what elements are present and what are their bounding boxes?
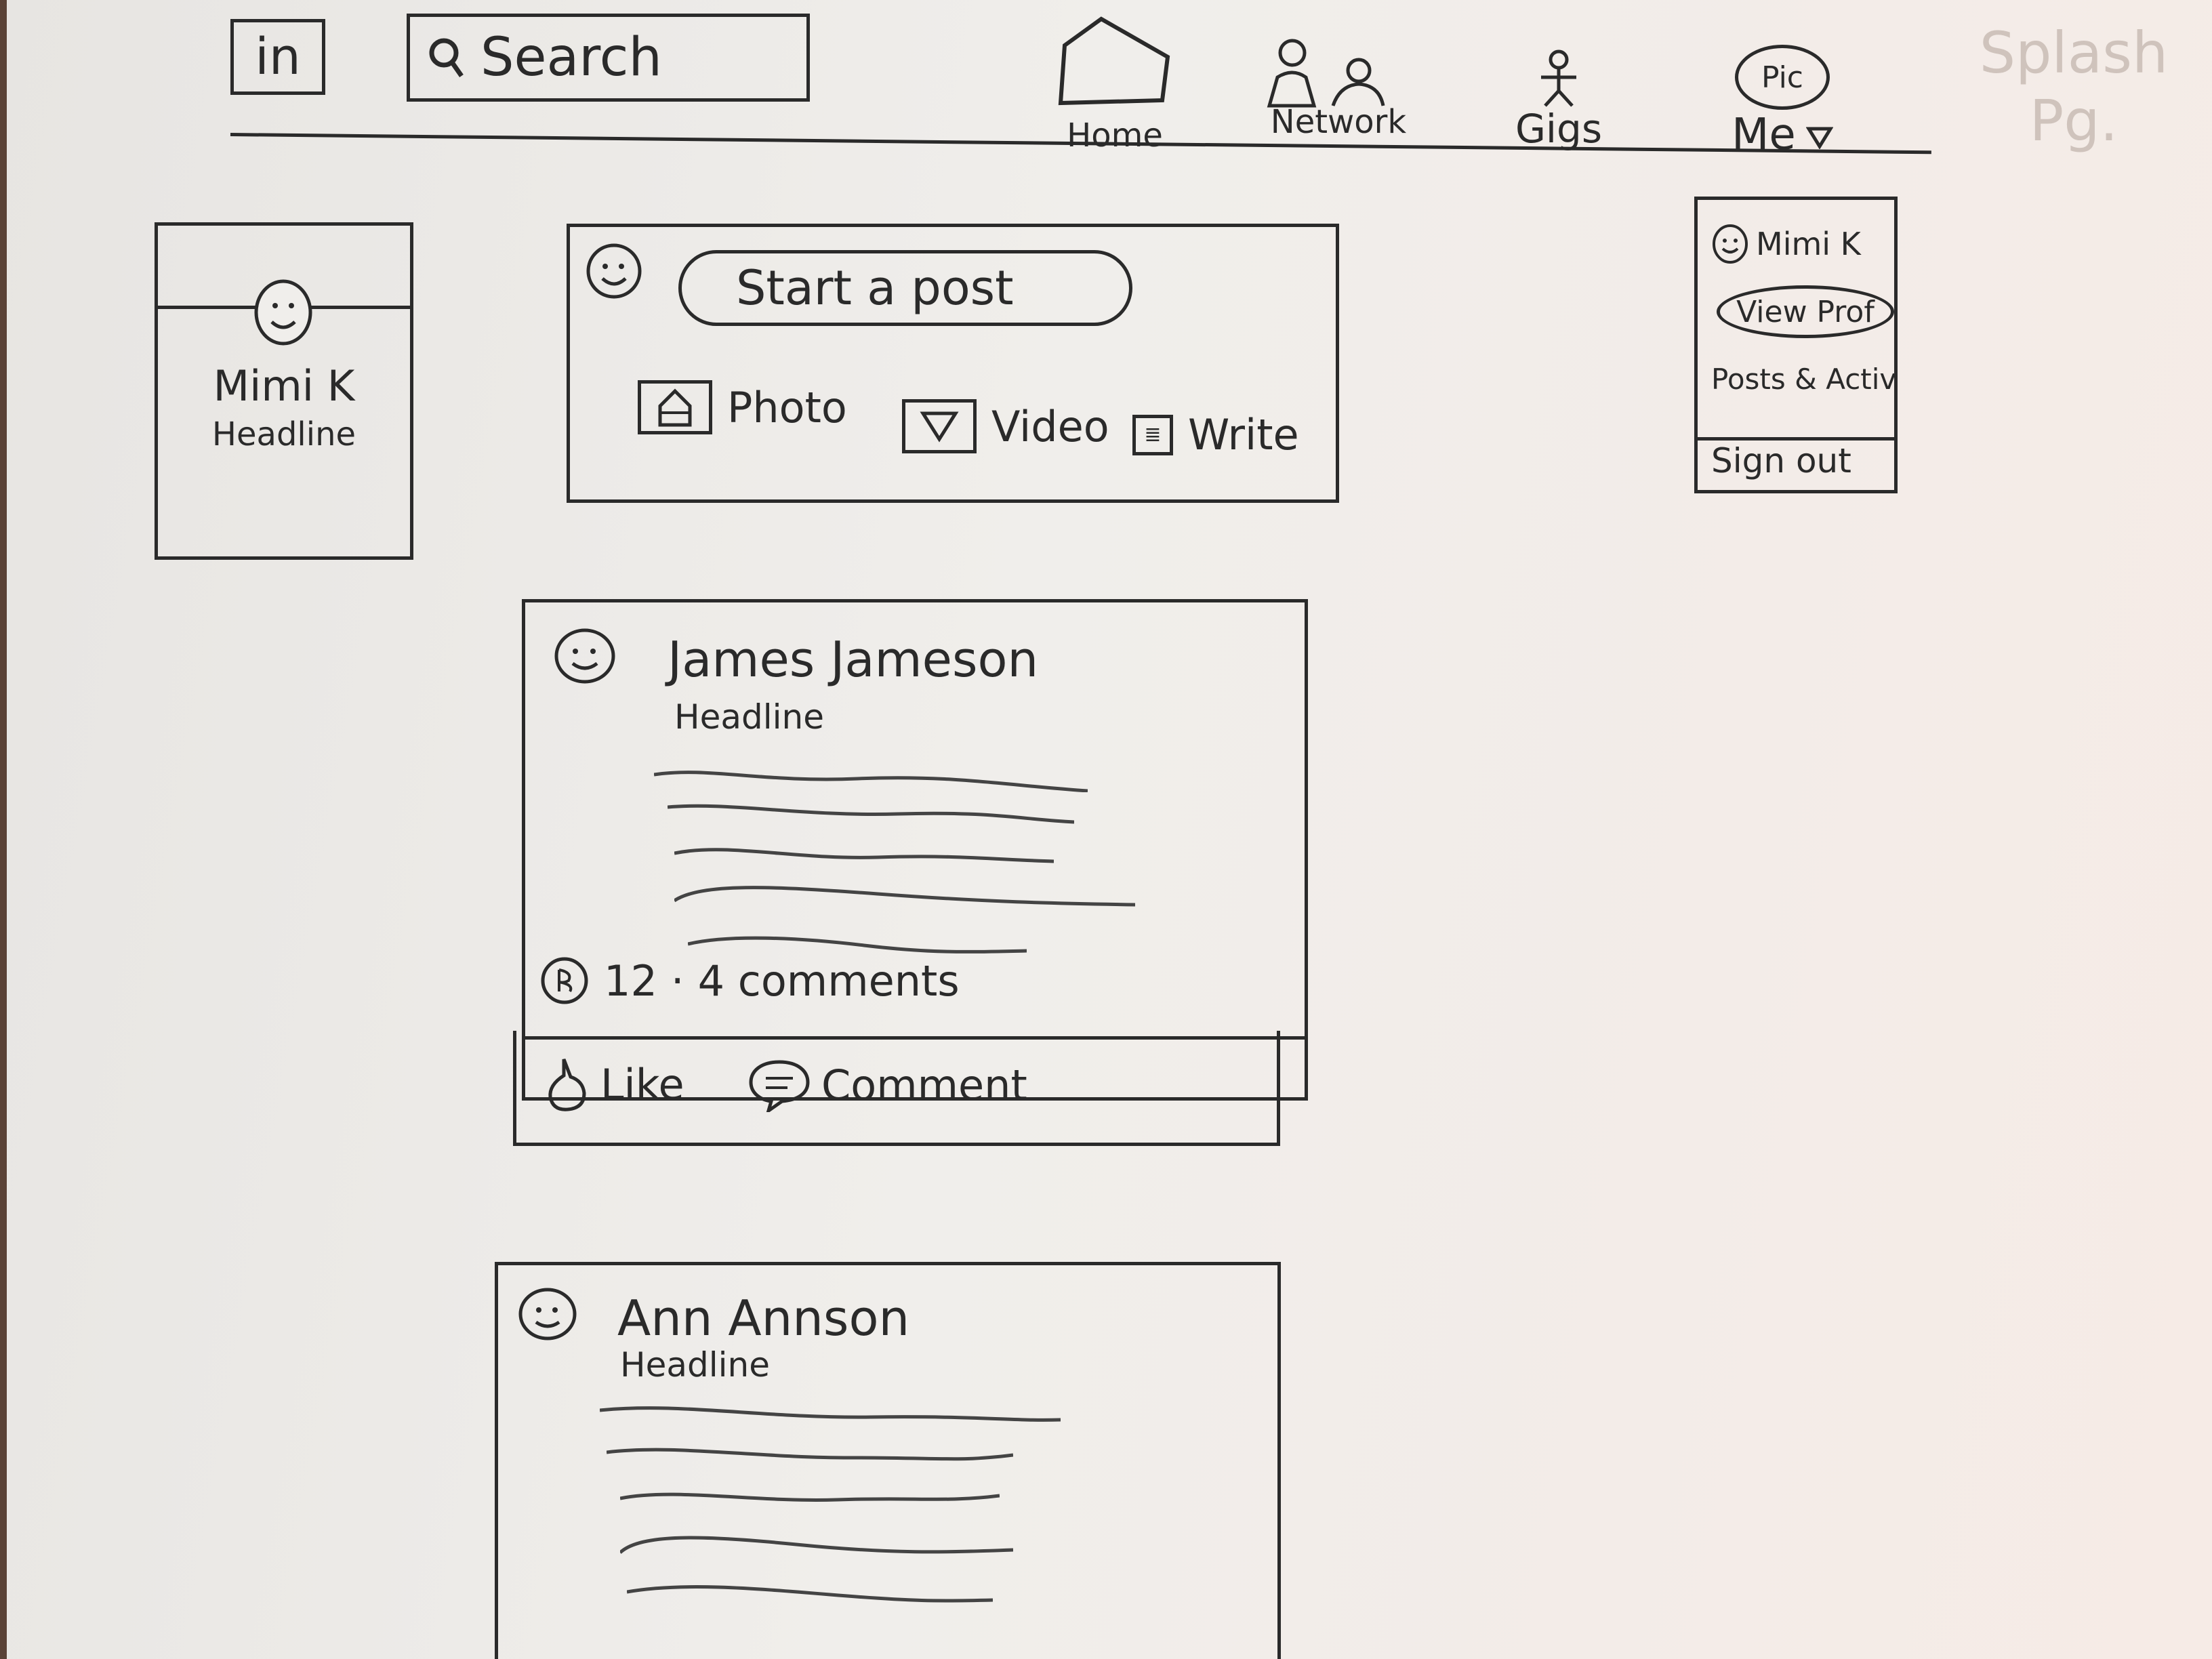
post-author-name[interactable]: James Jameson bbox=[668, 631, 1039, 688]
profile-card[interactable]: Mimi K Headline bbox=[155, 222, 413, 560]
menu-divider bbox=[1698, 437, 1894, 441]
search-icon bbox=[429, 38, 464, 78]
nav-item-network[interactable]: Network bbox=[1254, 35, 1423, 141]
nav-label-network: Network bbox=[1270, 103, 1407, 141]
post-stats: 12 · 4 comments bbox=[539, 955, 960, 1006]
menu-user-row: Mimi K bbox=[1698, 223, 1894, 265]
comment-label: Comment bbox=[821, 1060, 1027, 1110]
post-body-text-line bbox=[607, 1448, 1013, 1461]
nav-item-home[interactable]: Home bbox=[1044, 15, 1186, 155]
profile-name: Mimi K bbox=[213, 361, 355, 411]
stats-separator: · bbox=[670, 956, 684, 1006]
menu-user-name: Mimi K bbox=[1756, 226, 1861, 262]
write-button[interactable]: ≣ Write bbox=[1132, 410, 1299, 459]
post-author-headline: Headline bbox=[674, 697, 824, 737]
post-divider bbox=[525, 1036, 1305, 1040]
post-body-text-line bbox=[668, 804, 1074, 824]
profile-headline: Headline bbox=[211, 415, 356, 453]
feed-post: James Jameson Headline 12 · 4 comments L… bbox=[513, 599, 1308, 1146]
post-body-text-line bbox=[600, 1406, 1061, 1422]
posts-activity-link[interactable]: Posts & Activity bbox=[1711, 363, 1894, 396]
post-author-headline: Headline bbox=[620, 1345, 770, 1385]
video-icon bbox=[902, 399, 977, 453]
nav-label-me: Me bbox=[1732, 110, 1796, 160]
nav-label-home: Home bbox=[1067, 117, 1163, 155]
profile-avatar-icon bbox=[254, 279, 312, 346]
menu-avatar-icon bbox=[1713, 224, 1748, 264]
post-body-text-line bbox=[620, 1536, 1013, 1554]
view-profile-button[interactable]: View Prof bbox=[1717, 285, 1894, 338]
author-avatar-icon bbox=[518, 1288, 577, 1340]
like-count: 12 bbox=[604, 956, 657, 1006]
linkedin-logo[interactable]: in bbox=[230, 19, 325, 95]
avatar-pic-label: Pic bbox=[1761, 60, 1803, 95]
post-body-text-line bbox=[674, 848, 1054, 863]
annotation-line-1: Splash bbox=[1979, 20, 2169, 86]
post-body-text-line bbox=[674, 886, 1135, 907]
post-author-name[interactable]: Ann Annson bbox=[617, 1290, 910, 1347]
feed-post: Ann Annson Headline bbox=[495, 1262, 1281, 1659]
post-body-text-line bbox=[627, 1584, 993, 1603]
avatar: Pic bbox=[1735, 45, 1830, 110]
like-button[interactable]: Like bbox=[544, 1055, 684, 1113]
like-label: Like bbox=[600, 1059, 684, 1109]
user-avatar-icon bbox=[586, 243, 642, 299]
network-icon bbox=[1267, 39, 1385, 108]
video-label: Video bbox=[991, 401, 1109, 451]
comment-icon bbox=[749, 1060, 810, 1112]
post-body-text-line bbox=[620, 1492, 1000, 1502]
comment-button[interactable]: Comment bbox=[747, 1058, 1027, 1112]
write-label: Write bbox=[1188, 410, 1299, 459]
photo-button[interactable]: Photo bbox=[638, 380, 847, 434]
author-avatar-icon bbox=[554, 628, 615, 684]
nav-item-gigs[interactable]: Gigs bbox=[1498, 49, 1620, 152]
me-dropdown-menu: Mimi K View Prof Posts & Activity Sign o… bbox=[1694, 197, 1898, 493]
search-placeholder: Search bbox=[480, 27, 662, 88]
nav-label-gigs: Gigs bbox=[1515, 106, 1603, 152]
annotation-line-2: Pg. bbox=[2029, 87, 2118, 154]
sketch-paper: in Search Home Network Gigs bbox=[7, 0, 2212, 1659]
post-body-text-line bbox=[688, 936, 1027, 954]
video-button[interactable]: Video bbox=[902, 399, 1109, 453]
chevron-down-icon bbox=[1805, 127, 1834, 150]
post-action-bar: Like Comment bbox=[513, 1031, 1280, 1146]
splash-page-annotation: Splash Pg. bbox=[1959, 19, 2189, 155]
logo-text: in bbox=[255, 28, 301, 86]
gigs-icon bbox=[1541, 49, 1576, 107]
home-icon bbox=[1058, 16, 1170, 106]
post-composer: Start a post Photo Video ≣ Write bbox=[567, 224, 1339, 503]
comment-count[interactable]: 4 comments bbox=[697, 956, 960, 1006]
search-input[interactable]: Search bbox=[407, 14, 810, 102]
reaction-icon bbox=[541, 957, 588, 1004]
nav-item-me[interactable]: Pic Me bbox=[1694, 45, 1870, 160]
post-body-text-line bbox=[654, 771, 1088, 792]
write-icon: ≣ bbox=[1132, 414, 1173, 455]
start-post-input[interactable]: Start a post bbox=[678, 250, 1132, 326]
photo-icon bbox=[638, 380, 712, 434]
sign-out-button[interactable]: Sign out bbox=[1711, 441, 1851, 480]
photo-label: Photo bbox=[727, 382, 847, 432]
like-icon bbox=[548, 1059, 586, 1111]
